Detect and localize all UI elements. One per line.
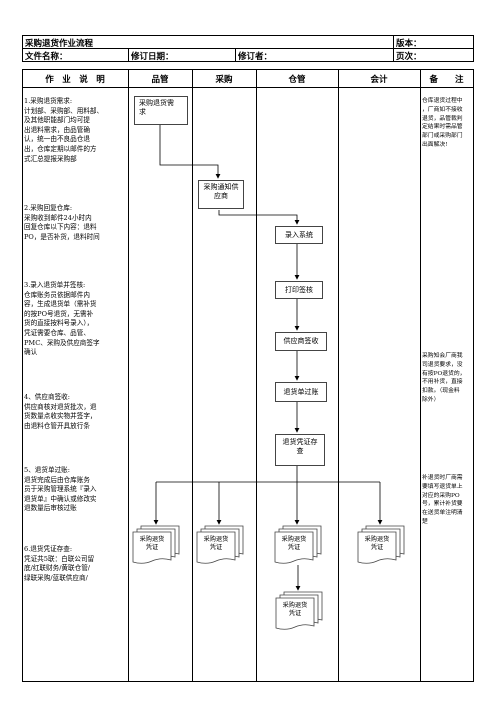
notify-supplier-label: 采购通知供 应商 bbox=[203, 183, 239, 200]
revise-date-label: 修订日期： bbox=[131, 52, 174, 62]
document-stack-icon bbox=[196, 525, 244, 564]
col-accounting: 会计 bbox=[370, 75, 388, 85]
document-stack-icon bbox=[357, 525, 405, 564]
document-stack-icon bbox=[274, 525, 322, 564]
voucher-stack-purchase: 采购退货 凭证 bbox=[196, 525, 244, 564]
voucher-label-archive: 采购退货 凭证 bbox=[282, 602, 308, 617]
voucher-stack-warehouse: 采购退货 凭证 bbox=[274, 525, 322, 564]
col-warehouse: 仓管 bbox=[288, 75, 306, 85]
enter-system-label: 录入系统 bbox=[285, 231, 313, 239]
description-step-3: 3.录入退货单并签核: 仓库账务员依据邮件内 容，生成退货单（需补货 的按PO号… bbox=[24, 281, 100, 357]
remark-3: 补退货时厂商需 要填写退货单上 对应的采购PO 号，累计补货要 在送货单注明清 … bbox=[422, 475, 463, 525]
description-step-4: 4、供应商签收: 供应商核对退货批次，退 货数量点收实物并签字， 由退料仓管开具… bbox=[24, 393, 97, 430]
description-step-1: 1.采购退货需求: 计划部、采购部、用料部、 及其他职能部门均可提 出退料需求，… bbox=[24, 97, 104, 163]
voucher-label-purchase: 采购退货 凭证 bbox=[203, 536, 229, 551]
voucher-stack-qc: 采购退货 凭证 bbox=[132, 525, 180, 564]
voucher-stack-accounting: 采购退货 凭证 bbox=[357, 525, 405, 564]
page-label: 页次： bbox=[396, 52, 422, 62]
qc-return-request-label: 采购退货需 求 bbox=[139, 99, 174, 116]
store-voucher-label: 退货凭证存 查 bbox=[282, 438, 318, 455]
description-step-5: 5、退货单过账: 退货完成后由仓库账务 员于采购管理系统『录入 退货单』中确认或… bbox=[24, 466, 97, 513]
supplier-sign-box: 供应商签收 bbox=[275, 332, 327, 351]
reviser-label: 修订者： bbox=[238, 52, 273, 62]
col-qc: 品管 bbox=[151, 75, 169, 85]
description-step-2: 2.采购回复仓库: 采购收到邮件24小时内 回复仓库以下内容：退料 PO，是否补… bbox=[24, 204, 100, 241]
document-stack-icon bbox=[275, 591, 323, 630]
print-sign-label: 打印签核 bbox=[285, 286, 313, 294]
notify-supplier-box: 采购通知供 应商 bbox=[198, 180, 244, 209]
enter-system-box: 录入系统 bbox=[275, 226, 323, 244]
voucher-stack-archive: 采购退货 凭证 bbox=[275, 591, 323, 630]
doc-title: 采购退货作业流程 bbox=[25, 39, 94, 49]
qc-return-request-box: 采购退货需 求 bbox=[134, 96, 188, 125]
post-return-label: 退货单过账 bbox=[283, 388, 319, 396]
description-step-6: 6.退货凭证存查: 凭证共5联：白联公司留 底/红联财务/黄联仓管/ 绿联采购/… bbox=[24, 545, 95, 582]
document-stack-icon bbox=[132, 525, 180, 564]
voucher-label-warehouse: 采购退货 凭证 bbox=[281, 536, 307, 551]
post-return-box: 退货单过账 bbox=[275, 382, 327, 402]
file-name-label: 文件名称： bbox=[25, 52, 68, 62]
col-remarks: 备 注 bbox=[429, 75, 464, 85]
version-label: 版本： bbox=[396, 39, 422, 49]
voucher-label-accounting: 采购退货 凭证 bbox=[364, 536, 390, 551]
remark-2: 采购知会厂商我 司退货要求，没 有按PO退货的， 不用补货，直接 扣款。（现金料… bbox=[422, 353, 466, 403]
col-purchase: 采购 bbox=[215, 75, 233, 85]
print-sign-box: 打印签核 bbox=[275, 281, 323, 299]
store-voucher-box: 退货凭证存 查 bbox=[275, 434, 325, 466]
remark-1: 仓库退货过程中 ，厂商如不接收 退货，品管裁判 定结果时需品管 部门或采购部门 … bbox=[422, 98, 463, 148]
supplier-sign-label: 供应商签收 bbox=[283, 337, 319, 345]
voucher-label-qc: 采购退货 凭证 bbox=[139, 536, 165, 551]
col-description: 作 业 说 明 bbox=[45, 75, 105, 85]
